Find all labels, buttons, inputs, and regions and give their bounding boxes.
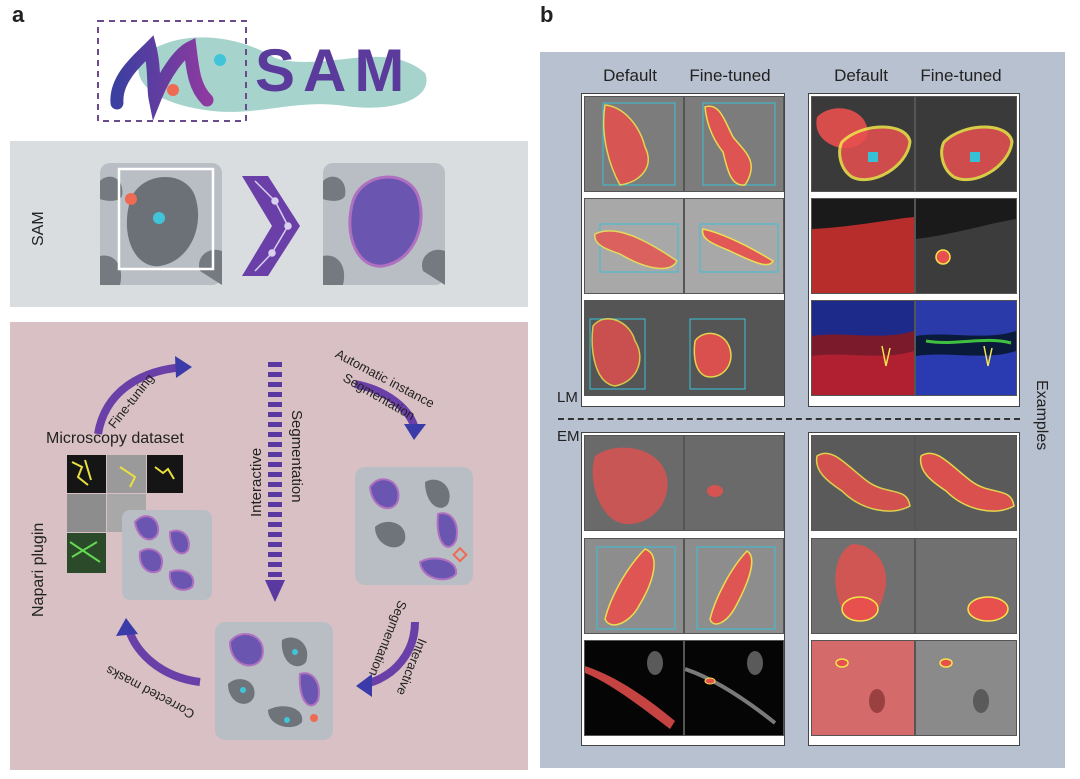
lm-example-2-finetuned (684, 198, 784, 294)
interactive-vertical-label: Interactive (248, 447, 265, 517)
lm-example-5-default (811, 198, 915, 294)
em-example-1-default (584, 435, 684, 531)
napari-illustration (67, 356, 473, 740)
lm-example-6-default (811, 300, 915, 396)
em-example-1-finetuned (684, 435, 784, 531)
micro-sam-logo: SAM (95, 18, 440, 126)
lm-example-1-finetuned (684, 96, 784, 192)
lm-example-3-default (584, 300, 684, 396)
em-example-5-default (811, 538, 915, 634)
panel-a-letter: a (12, 2, 25, 27)
examples-label: Examples (1033, 380, 1050, 451)
segmentation-vertical-label: Segmentation (288, 410, 305, 503)
lm-example-4-finetuned (915, 96, 1017, 192)
logo-text: SAM (255, 37, 413, 104)
lm-example-6-finetuned (915, 300, 1017, 396)
col-default-right: Default (834, 66, 888, 85)
em-label: EM (557, 428, 580, 445)
lm-em-divider (558, 418, 1020, 420)
lm-example-4-default (811, 96, 915, 192)
col-finetuned-right: Fine-tuned (920, 66, 1002, 85)
em-example-4-default (811, 435, 915, 531)
sam-illustration (100, 163, 445, 285)
em-example-5-finetuned (915, 538, 1017, 634)
napari-section: Napari plugin (10, 322, 528, 770)
lm-example-5-finetuned (915, 198, 1017, 294)
lm-example-3-finetuned (684, 300, 784, 396)
microscopy-dataset-label: Microscopy dataset (46, 430, 184, 447)
logo-graphic (97, 20, 427, 122)
lm-label: LM (557, 389, 578, 406)
em-example-3-default (584, 640, 684, 736)
em-example-2-default (584, 538, 684, 634)
em-example-4-finetuned (915, 435, 1017, 531)
em-example-2-finetuned (684, 538, 784, 634)
col-default-left: Default (603, 66, 657, 85)
em-example-3-finetuned (684, 640, 784, 736)
em-example-6-default (811, 640, 915, 736)
lm-example-2-default (584, 198, 684, 294)
panel-b-letter: b (540, 2, 554, 27)
col-finetuned-left: Fine-tuned (689, 66, 771, 85)
em-example-6-finetuned (915, 640, 1017, 736)
sam-section: SAM (10, 141, 528, 307)
lm-example-1-default (584, 96, 684, 192)
